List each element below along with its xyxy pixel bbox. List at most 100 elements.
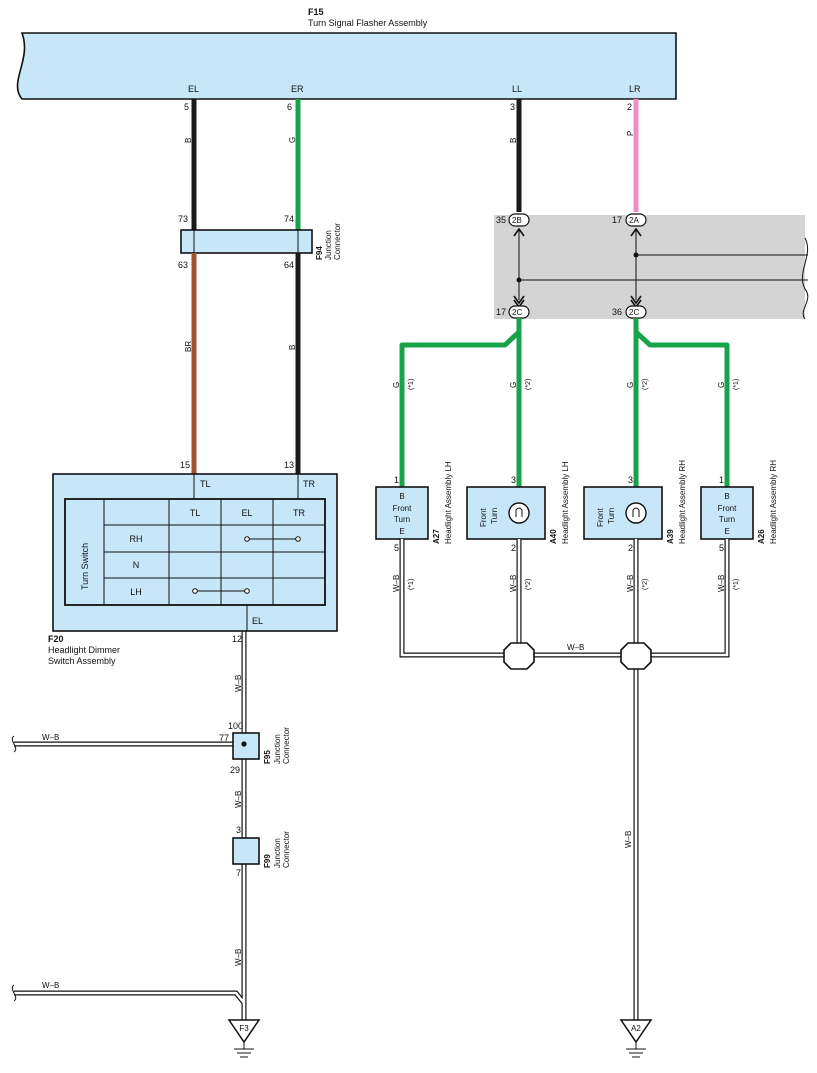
a40-pin-top: 3 [511, 475, 516, 485]
a39-filament-icon [632, 507, 640, 517]
upper-wires: B G B P [184, 99, 639, 230]
jb-connector-2b [508, 213, 530, 227]
label-wire-ll: B [509, 138, 518, 143]
f99-pin-top: 3 [236, 825, 241, 835]
splice-left-icon [503, 642, 535, 670]
jb-chevron-right-icon [630, 227, 642, 237]
f99-body [232, 837, 260, 865]
jb-chevron-left-icon [513, 227, 525, 237]
f20-term-el: EL [252, 616, 263, 626]
break-mark-lower-icon [11, 984, 17, 1002]
jb-conn-2b-label: 2B [512, 216, 522, 225]
jb-conn-2c-right-label: 2C [629, 308, 639, 317]
wb-headlight-outer [399, 539, 730, 1022]
ground-f3-icon [227, 1019, 261, 1044]
a26-name: Headlight Assembly RH [769, 460, 778, 544]
label-gnd-a27: W–B [392, 575, 401, 592]
f99-pin-bottom: 7 [236, 868, 241, 878]
a27-line2: Front [393, 504, 412, 513]
a40-bulb-icon [508, 502, 530, 524]
jb-splice-left [516, 277, 522, 283]
label-f95-down: W–B [234, 791, 243, 808]
f95-pin-top: 100 [228, 721, 243, 731]
f20-code: F20 [48, 634, 64, 644]
junction-block-break [801, 237, 809, 320]
note-feed-a40: (*2) [525, 379, 532, 390]
f94-pin-bottom-right: 64 [284, 260, 294, 270]
jb-pin-top-left: 35 [496, 215, 506, 225]
flasher-terminal-el: EL [188, 84, 199, 94]
flasher-pin-lr: 2 [627, 102, 632, 112]
f94-name-line1: Junction [324, 230, 333, 260]
f95-code: F95 [263, 750, 272, 764]
a39-code: A39 [666, 529, 675, 544]
a27-pin-top: 1 [394, 475, 399, 485]
ground-a2: A2 [619, 1019, 653, 1058]
a26-pin-top: 1 [719, 475, 724, 485]
a39-body [583, 486, 663, 540]
label-gnd-bus: W–B [567, 643, 584, 652]
label-feed-a40: G [509, 382, 518, 388]
ground-f3: F3 [227, 1019, 261, 1058]
headlight-a27: B Front Turn E 1 5 A27 Headlight Assembl… [375, 461, 453, 553]
a26-code: A26 [757, 529, 766, 544]
f20-pin-tl: 15 [180, 460, 190, 470]
jb-pin-bottom-left: 17 [496, 307, 506, 317]
f20-row-rh: RH [130, 534, 143, 544]
jb-pin-top-right: 17 [612, 215, 622, 225]
ground-wires: W–B (*1) W–B (*2) W–B (*2) W–B (*1) W–B … [11, 539, 740, 1022]
headlight-dimmer-switch-f20: TL EL TR RH N LH Turn Switch TL TR EL 15… [48, 460, 338, 666]
jb-pin-bottom-right: 36 [612, 307, 622, 317]
label-f20-down: W–B [234, 675, 243, 692]
f20-switch-label: Turn Switch [80, 543, 90, 590]
wb-left-outer [14, 630, 247, 1022]
f20-header-el: EL [241, 508, 252, 518]
junction-connector-f94: 73 74 63 64 F94 Junction Connector [178, 214, 342, 270]
f20-continuity-rh-tr [295, 536, 301, 542]
label-gnd-a39: W–B [626, 575, 635, 592]
note-gnd-a27: (*1) [408, 579, 415, 590]
note-gnd-a39: (*2) [642, 579, 649, 590]
a27-body [375, 486, 429, 540]
ground-a2-icon [619, 1019, 653, 1044]
wire-feed-a26 [633, 318, 730, 487]
a27-pin-bottom: 5 [394, 543, 399, 553]
f95-splice-dot [241, 741, 247, 747]
label-wire-b-tr: B [288, 345, 297, 350]
a27-line3: Turn [394, 515, 410, 524]
a39-bulb-icon [625, 502, 647, 524]
headlight-a39: Front Turn 3 2 A39 Headlight Assembly RH [583, 460, 687, 553]
flasher-terminal-lr: LR [629, 84, 641, 94]
label-wire-lr: P [626, 131, 635, 136]
f20-continuity-rh-el [244, 536, 250, 542]
a39-name: Headlight Assembly RH [678, 460, 687, 544]
label-wire-br: BR [184, 341, 193, 352]
note-gnd-a26: (*1) [733, 579, 740, 590]
f20-name-line1: Headlight Dimmer [48, 645, 120, 655]
label-feed-a39: G [626, 382, 635, 388]
f94-pin-top-left: 73 [178, 214, 188, 224]
flasher-body [16, 32, 677, 100]
a26-line1: B [724, 492, 729, 501]
a26-line3: Turn [719, 515, 735, 524]
a40-line2: Turn [490, 508, 499, 524]
f94-code: F94 [315, 246, 324, 260]
a26-body [700, 486, 754, 540]
ground-a2-label: A2 [631, 1024, 641, 1033]
a26-line2: Front [718, 504, 737, 513]
jb-connector-2a [625, 213, 647, 227]
label-f99-down: W–B [234, 949, 243, 966]
f95-pin-bottom: 29 [230, 765, 240, 775]
a39-pin-bottom: 2 [628, 543, 633, 553]
f94-body [180, 229, 313, 254]
junction-block-body [494, 215, 805, 319]
note-feed-a39: (*2) [642, 379, 649, 390]
label-gnd-a2: W–B [624, 831, 633, 848]
flasher-code: F15 [308, 7, 324, 17]
break-mark-upper-icon [11, 735, 17, 753]
label-feed-a27: G [392, 382, 401, 388]
f20-term-tl: TL [200, 479, 211, 489]
f20-continuity-lh-el [244, 588, 250, 594]
wire-feed-a27 [399, 318, 522, 487]
